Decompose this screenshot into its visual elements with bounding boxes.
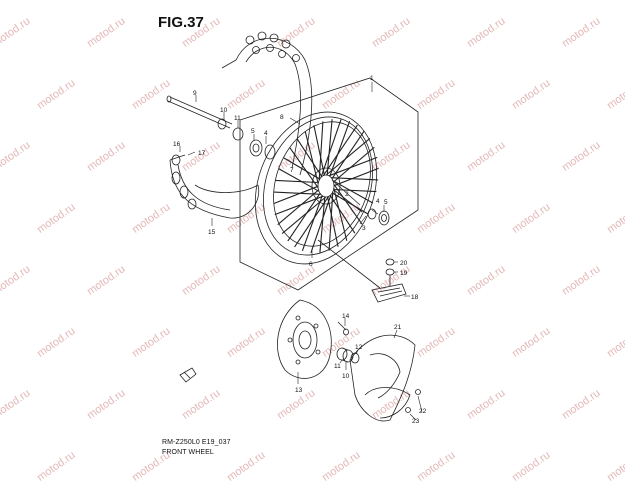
figure-name: FRONT WHEEL	[162, 449, 214, 456]
spoke	[327, 196, 339, 247]
wheel-hub	[311, 167, 363, 213]
spoke	[331, 177, 379, 181]
direction-arrow-icon	[179, 367, 197, 383]
spoke	[322, 124, 358, 176]
wheel-spokes	[273, 119, 379, 253]
disc-cover	[349, 334, 421, 422]
rim-lock-leader	[317, 239, 381, 289]
spoke	[333, 188, 377, 193]
spoke	[310, 194, 332, 253]
spoke	[328, 191, 334, 251]
spoke	[318, 121, 324, 181]
callout-22: 22	[419, 408, 427, 415]
assembly-frame	[239, 77, 419, 291]
callout-23: 23	[412, 418, 420, 425]
spoke	[296, 138, 323, 177]
leader-lines	[179, 82, 423, 421]
callout-3: 3	[362, 225, 366, 232]
callout-19: 19	[400, 270, 408, 277]
callout-11a: 11	[234, 115, 241, 122]
callout-21: 21	[394, 324, 402, 331]
tire-upper	[221, 31, 313, 176]
figure-title: FIG.37	[158, 14, 204, 31]
figure-code: RM-Z250L0 E19_037	[162, 439, 231, 446]
spoke	[294, 196, 330, 248]
callout-labels: 1 8 9 10 11 5 4 17 16 7 2 4 5 3 15 6 20 …	[173, 75, 427, 425]
spoke	[326, 119, 333, 176]
spoke	[333, 167, 379, 187]
callout-4b: 4	[376, 198, 380, 205]
callout-9: 9	[193, 90, 197, 97]
spoke	[281, 196, 327, 235]
callout-2: 2	[345, 191, 349, 198]
spoke	[325, 137, 371, 176]
brake-disc	[277, 299, 332, 379]
spoke	[328, 156, 378, 177]
callout-7: 7	[290, 167, 294, 174]
callout-12: 12	[355, 344, 363, 351]
spoke	[277, 189, 319, 226]
spoke	[329, 195, 356, 234]
spoke	[313, 125, 325, 176]
spoke	[273, 185, 319, 205]
spoke	[301, 195, 323, 251]
disc-bolt	[337, 321, 349, 336]
callout-16: 16	[173, 141, 181, 148]
spoke	[329, 121, 351, 177]
front-axle	[166, 95, 244, 141]
callout-6: 6	[309, 261, 313, 268]
callout-14: 14	[342, 313, 350, 320]
callout-17: 17	[198, 150, 206, 157]
callout-4a: 4	[264, 130, 268, 137]
spoke	[333, 188, 348, 241]
spoke	[331, 192, 369, 215]
callout-10a: 10	[220, 107, 228, 114]
callout-10b: 10	[342, 373, 350, 380]
callout-1: 1	[370, 75, 374, 82]
front-wheel-diagram: 1 8 9 10 11 5 4 17 16 7 2 4 5 3 15 6 20 …	[166, 31, 427, 425]
callout-20: 20	[400, 260, 408, 267]
spoke	[287, 192, 321, 242]
spoke	[333, 146, 375, 183]
spoke	[273, 191, 321, 195]
tire-lower	[169, 154, 260, 219]
spoke	[274, 195, 324, 216]
callout-13: 13	[295, 387, 303, 394]
callout-5b: 5	[384, 199, 388, 206]
spoke	[331, 130, 365, 180]
callout-5a: 5	[251, 128, 255, 135]
callout-8: 8	[280, 114, 284, 121]
left-hub-parts	[249, 139, 276, 160]
spoke	[283, 157, 321, 180]
spoke	[320, 119, 342, 178]
callout-15: 15	[208, 229, 216, 236]
callout-11b: 11	[334, 363, 341, 370]
spoke	[333, 183, 363, 225]
right-hub-parts	[367, 208, 390, 226]
wheel-rim	[254, 111, 378, 265]
spoke	[319, 196, 326, 253]
spoke	[304, 131, 319, 184]
spoke	[275, 179, 319, 184]
spoke	[289, 147, 319, 189]
callout-18: 18	[411, 294, 419, 301]
